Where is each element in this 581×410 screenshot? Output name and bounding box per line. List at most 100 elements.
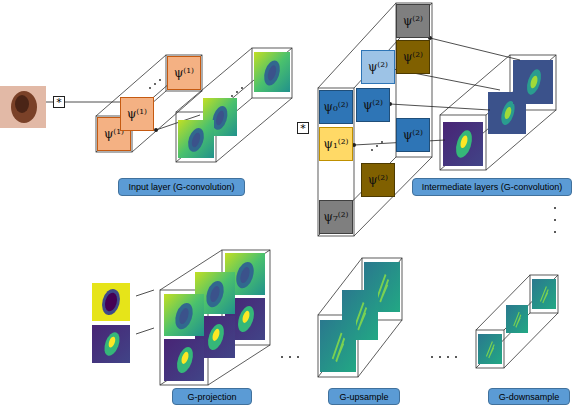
prism-face — [510, 55, 556, 110]
dot — [439, 356, 441, 358]
wire — [46, 102, 53, 103]
downsample-stage — [476, 275, 558, 368]
filter-box: ψ⁽¹⁾ — [120, 97, 154, 131]
filter-box: ψ₁⁽²⁾ — [319, 127, 353, 161]
dot — [455, 356, 457, 358]
dot — [231, 95, 233, 97]
stage-name: Input layer (G-convolution) — [128, 182, 234, 192]
prism-face — [318, 315, 358, 377]
filter-label: ψ⁽²⁾ — [368, 60, 388, 74]
prism-face — [318, 88, 354, 236]
bracket-line — [136, 290, 154, 296]
feature-map — [92, 283, 130, 321]
dot — [431, 356, 433, 358]
filter-box: ψ⁽²⁾ — [396, 118, 430, 152]
feature-map — [320, 320, 356, 372]
map-prism — [476, 275, 558, 368]
stage-name: G-downsample — [499, 392, 560, 402]
feature-map — [92, 325, 130, 363]
prism-face — [166, 55, 202, 91]
map-prism — [318, 258, 402, 377]
map-prism — [440, 55, 556, 170]
filter-label: ψ₇⁽²⁾ — [324, 210, 349, 224]
prism-edge — [176, 98, 252, 162]
filter-box: ψ⁽²⁾ — [396, 4, 430, 38]
feature-map — [443, 122, 483, 166]
lesion-photo — [0, 86, 46, 128]
prism-edge — [354, 3, 432, 88]
filter-label: ψ⁽²⁾ — [403, 128, 423, 142]
dot — [241, 87, 243, 89]
dot — [154, 83, 156, 85]
filter-box: ψ⁽²⁾ — [361, 50, 395, 84]
dot — [371, 149, 373, 151]
prism-face — [252, 48, 292, 98]
filter-box: ψ₀⁽²⁾ — [319, 90, 353, 124]
convolution-box: * — [297, 122, 309, 134]
filter-box: ψ⁽²⁾ — [356, 88, 390, 122]
prism-edge — [96, 91, 166, 152]
prism-edge — [318, 157, 396, 236]
wire — [430, 38, 520, 60]
feature-map — [164, 339, 204, 381]
stage-name: Intermediate layers (G-convolution) — [422, 182, 563, 192]
stage-label: G-downsample — [488, 388, 570, 405]
prism-edge — [318, 3, 396, 88]
bracket-line — [136, 328, 154, 334]
dot — [236, 91, 238, 93]
wire — [390, 104, 490, 110]
filter-box: ψ₇⁽²⁾ — [319, 200, 353, 234]
feature-map-stack — [440, 55, 556, 170]
junction-dots — [352, 36, 556, 233]
filter-label: ψ⁽¹⁾ — [127, 107, 147, 121]
ellipsis-dots — [231, 87, 243, 97]
feature-map — [478, 334, 502, 364]
dot — [554, 231, 556, 233]
prism-face — [530, 275, 558, 313]
stage-label: G-projection — [172, 388, 252, 405]
filter-label: ψ⁽²⁾ — [368, 173, 388, 187]
dot — [554, 219, 556, 221]
filter-label: ψ⁽²⁾ — [403, 50, 423, 64]
prism-face — [440, 115, 486, 170]
filter-prism — [318, 3, 432, 236]
feature-map — [532, 279, 556, 309]
dot — [289, 356, 291, 358]
filter-box: ψ⁽²⁾ — [396, 40, 430, 74]
feature-map — [506, 305, 528, 333]
filter-box: ψ⁽²⁾ — [361, 163, 395, 197]
dot — [281, 356, 283, 358]
map-prism — [160, 250, 270, 385]
dot — [447, 356, 449, 358]
upsample-stage — [318, 258, 402, 377]
dot — [376, 145, 378, 147]
skin-background — [0, 86, 46, 128]
feature-map — [513, 60, 553, 104]
stage-label: G-upsample — [328, 388, 400, 405]
dot — [554, 207, 556, 209]
filter-label: ψ⁽²⁾ — [363, 98, 383, 112]
prism-face — [476, 330, 504, 368]
filter-label: ψ₁⁽²⁾ — [324, 137, 349, 151]
stage-name: G-upsample — [339, 392, 388, 402]
stage-name: G-projection — [187, 392, 236, 402]
bracket — [136, 290, 154, 334]
ellipsis-dots — [281, 356, 457, 358]
prism-edge — [318, 320, 362, 377]
wires — [354, 38, 520, 145]
lesion-blob — [11, 91, 37, 123]
lesion-core — [15, 95, 29, 113]
stage-label: Input layer (G-convolution) — [118, 178, 245, 196]
feature-map — [164, 294, 204, 336]
feature-map — [178, 120, 214, 158]
convolution-symbol: * — [300, 123, 306, 134]
feature-map — [254, 52, 290, 92]
prism-face — [396, 3, 432, 157]
prism-edge — [354, 157, 432, 236]
dot — [297, 356, 299, 358]
convolution-box: * — [53, 96, 65, 108]
filter-label: ψ⁽²⁾ — [403, 14, 423, 28]
filter-label: ψ₀⁽²⁾ — [324, 100, 349, 114]
